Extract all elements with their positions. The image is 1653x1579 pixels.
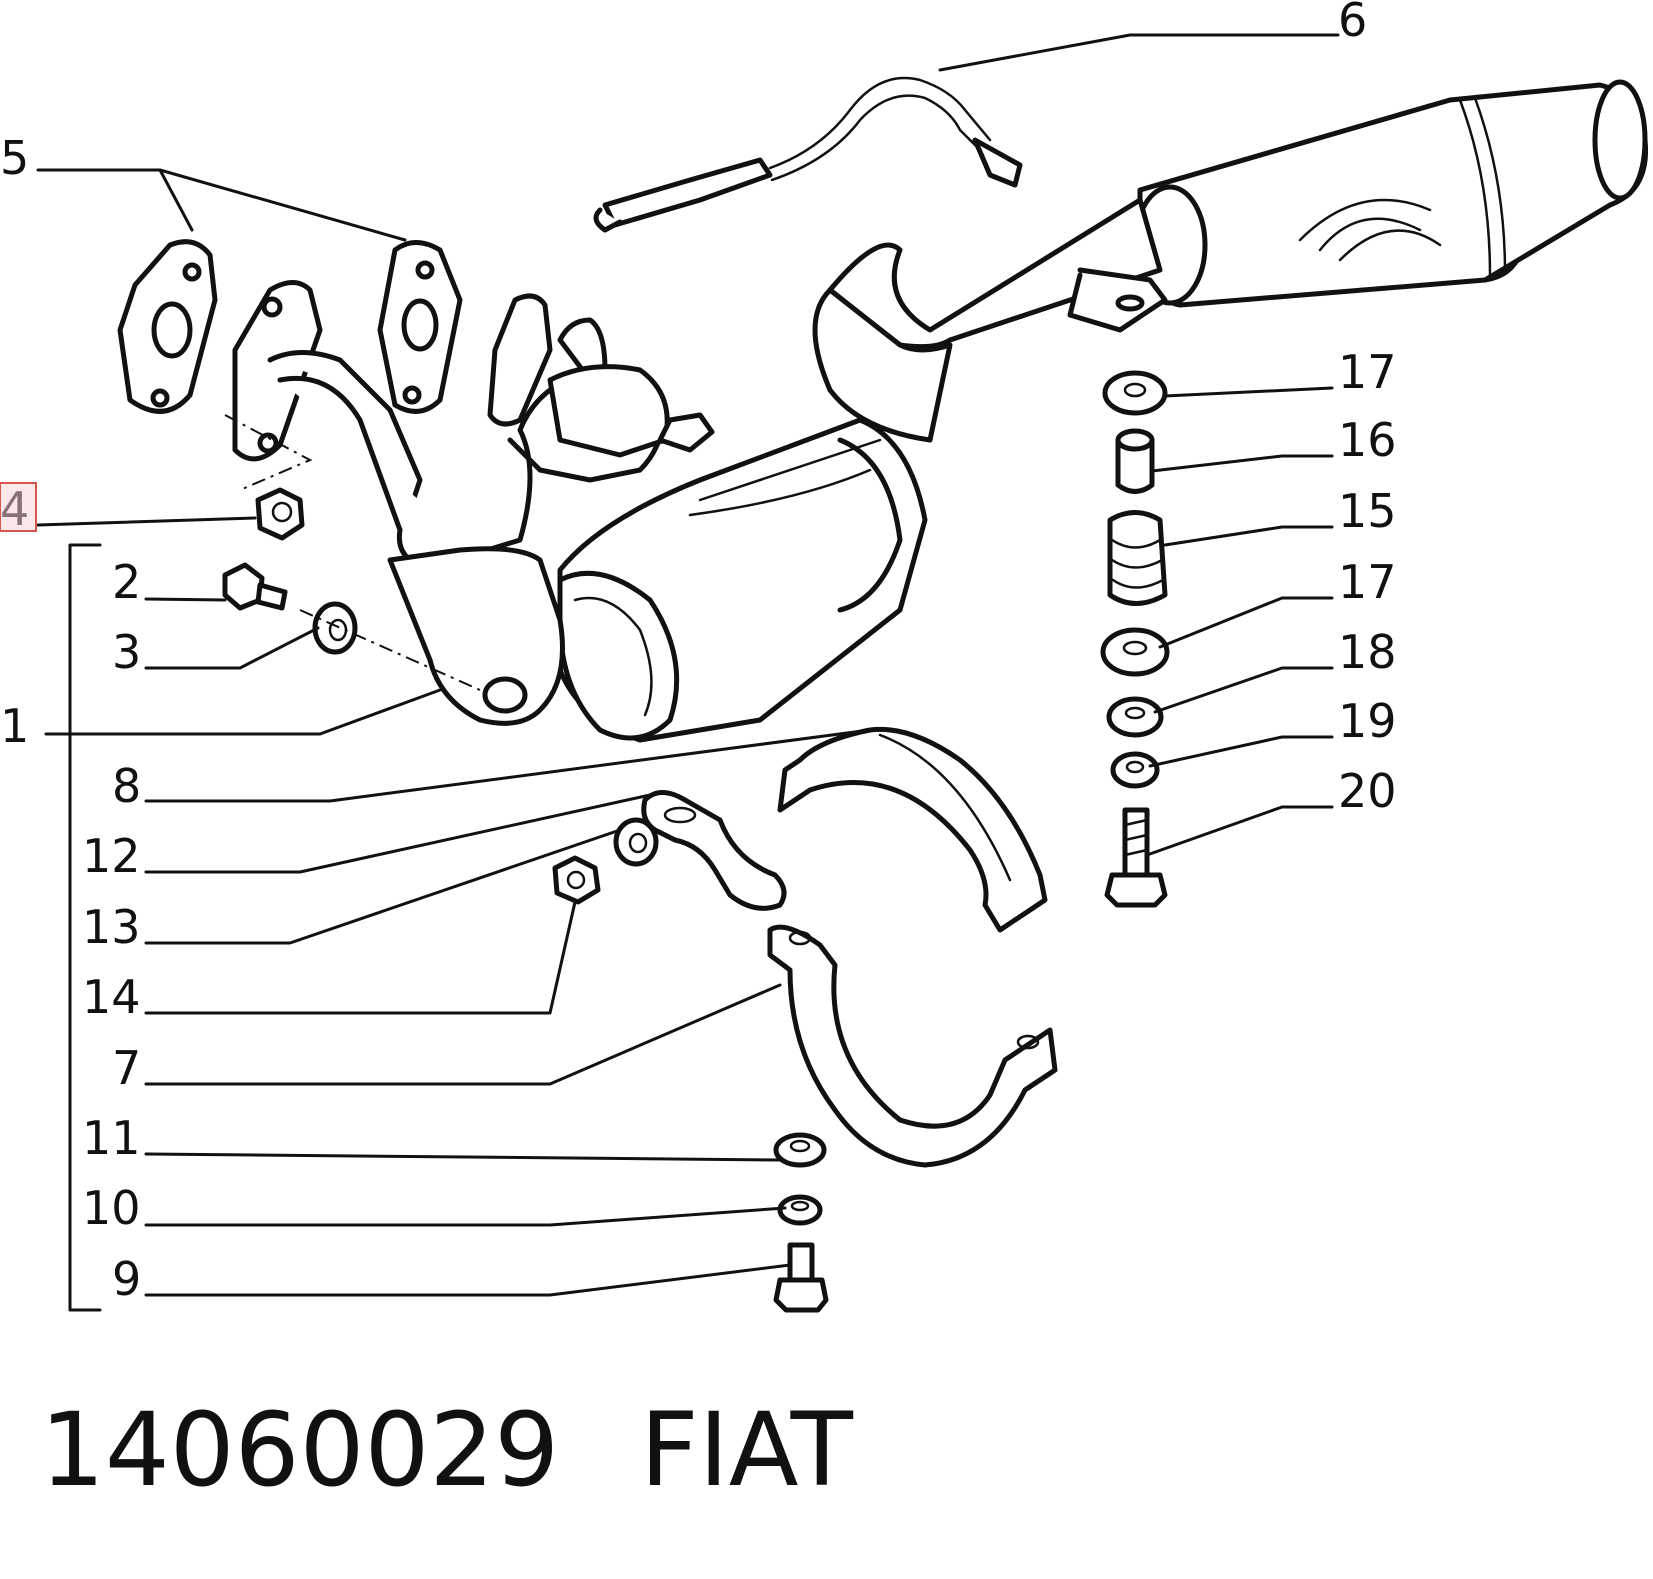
callout-17-top[interactable]: 17 bbox=[1338, 345, 1397, 399]
callout-19[interactable]: 19 bbox=[1338, 694, 1397, 748]
intermediate-pipe bbox=[812, 197, 1168, 443]
parts-drawing bbox=[117, 76, 1649, 1313]
callout-8[interactable]: 8 bbox=[112, 759, 141, 813]
exhaust-manifold bbox=[232, 280, 715, 726]
callout-6[interactable]: 6 bbox=[1338, 0, 1367, 47]
part-number: 14060029 bbox=[40, 1391, 559, 1510]
footer: 14060029 FIAT bbox=[40, 1391, 854, 1510]
bracket-12-slot bbox=[663, 806, 697, 824]
catalytic-converter bbox=[557, 417, 928, 743]
callout-labels: 5 6 4 2 3 1 8 12 13 14 7 11 10 9 17 16 1… bbox=[0, 0, 1397, 1306]
callout-11[interactable]: 11 bbox=[82, 1111, 141, 1165]
callout-2[interactable]: 2 bbox=[112, 555, 141, 609]
callout-9[interactable]: 9 bbox=[112, 1252, 141, 1306]
oxygen-sensor bbox=[593, 76, 1023, 233]
fasteners-lower bbox=[773, 1132, 829, 1313]
brand-name: FIAT bbox=[640, 1391, 854, 1510]
callout-18[interactable]: 18 bbox=[1338, 625, 1397, 679]
callout-5[interactable]: 5 bbox=[0, 131, 29, 185]
mount-stack bbox=[1100, 370, 1170, 908]
callout-4-highlight bbox=[0, 482, 37, 532]
callout-10[interactable]: 10 bbox=[82, 1181, 141, 1235]
callout-7[interactable]: 7 bbox=[112, 1041, 141, 1095]
callout-4[interactable]: 4 bbox=[0, 482, 29, 536]
alignment-line-1 bbox=[224, 414, 313, 491]
callout-15[interactable]: 15 bbox=[1338, 484, 1397, 538]
clamp-lower-7 bbox=[767, 924, 1058, 1168]
manifold-gaskets bbox=[117, 239, 463, 414]
callout-1[interactable]: 1 bbox=[0, 699, 29, 753]
alignment-line-2 bbox=[299, 609, 481, 691]
callout-3[interactable]: 3 bbox=[112, 625, 141, 679]
leader-lines bbox=[36, 33, 1340, 1312]
callout-13[interactable]: 13 bbox=[82, 900, 141, 954]
callout-16[interactable]: 16 bbox=[1338, 413, 1397, 467]
callout-17-bottom[interactable]: 17 bbox=[1338, 555, 1397, 609]
muffler bbox=[1132, 79, 1649, 308]
callout-14[interactable]: 14 bbox=[82, 970, 141, 1024]
clamp-upper-8 bbox=[777, 726, 1048, 933]
callout-12[interactable]: 12 bbox=[82, 829, 141, 883]
fasteners-left bbox=[222, 487, 659, 905]
bracket-12 bbox=[641, 790, 787, 911]
callout-20[interactable]: 20 bbox=[1338, 764, 1397, 818]
